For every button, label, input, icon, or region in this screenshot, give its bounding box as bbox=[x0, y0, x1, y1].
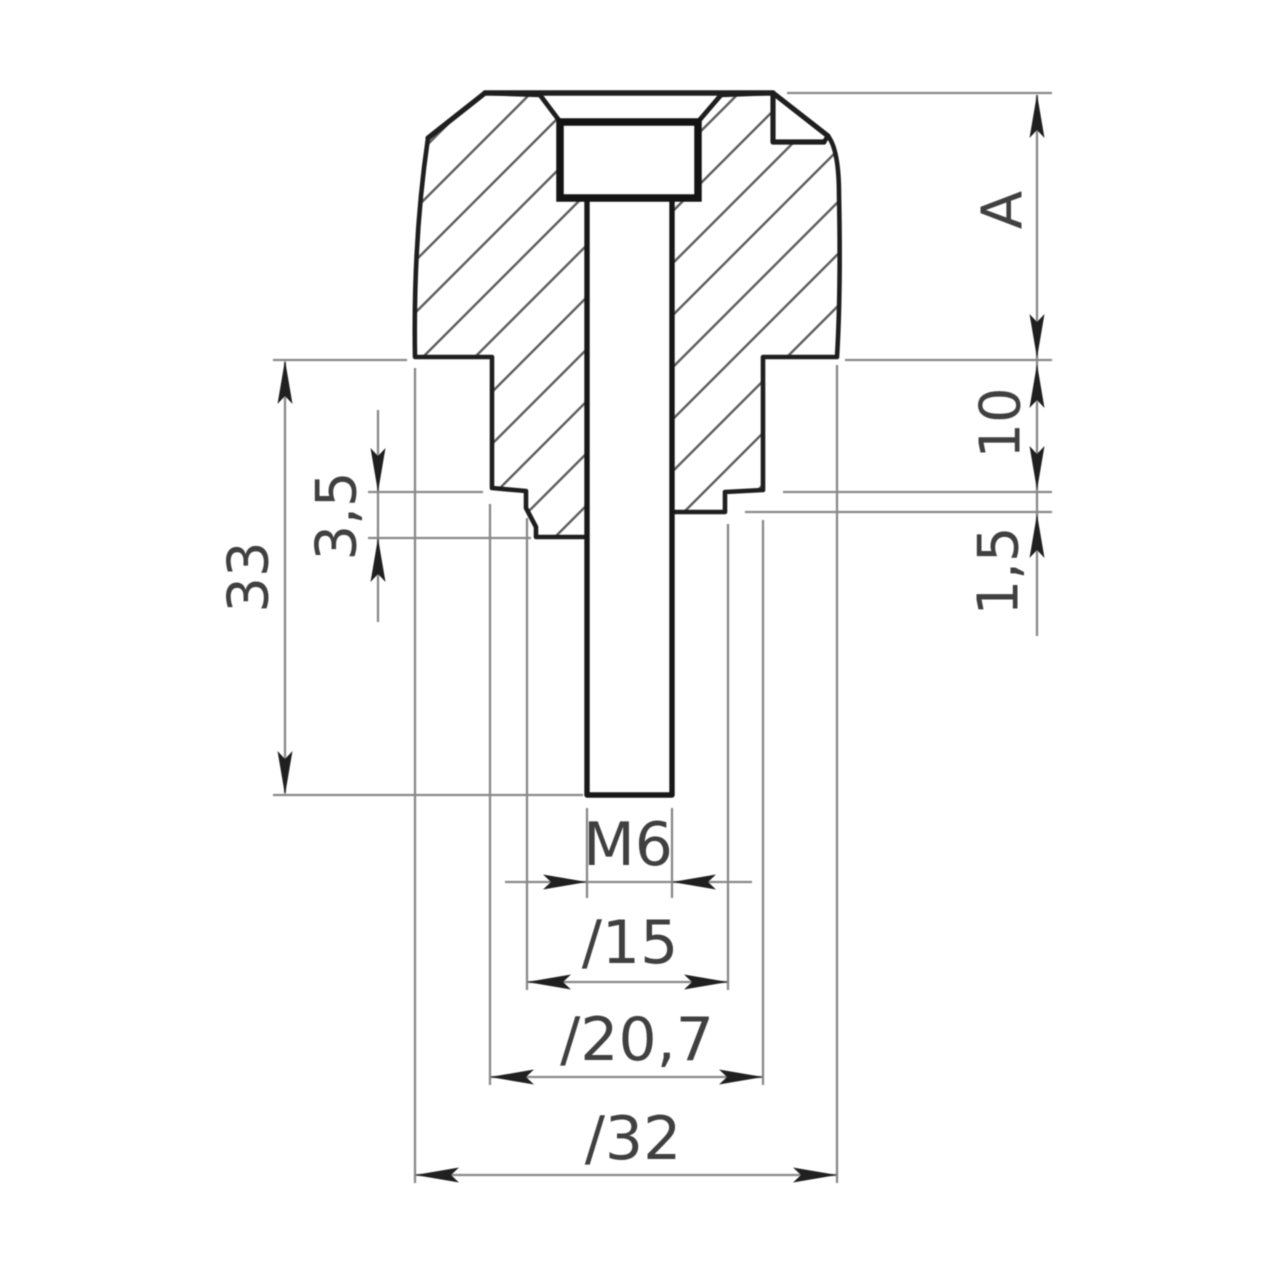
dimension-lines bbox=[273, 91, 1052, 1183]
dimension-labels: 33 3,5 A 10 1,5 M6 ∕15 ∕20,7 ∕32 bbox=[217, 191, 1036, 1174]
arrow-3-5-top bbox=[370, 448, 386, 492]
arrow-33-up bbox=[277, 360, 293, 404]
label-10: 10 bbox=[969, 387, 1034, 458]
label-d15: ∕15 bbox=[582, 908, 679, 978]
arrow-d207-left bbox=[490, 1069, 534, 1085]
dimension-arrows bbox=[277, 94, 1045, 1183]
screw-shank bbox=[584, 199, 675, 798]
arrow-m6-right bbox=[672, 874, 716, 890]
arrow-1-5-bottom bbox=[1029, 514, 1045, 558]
label-d32: ∕32 bbox=[585, 1104, 682, 1174]
top-right-notch bbox=[770, 90, 827, 145]
arrow-10-down bbox=[1029, 446, 1045, 490]
arrow-a-down bbox=[1029, 314, 1045, 358]
arrow-d32-left bbox=[415, 1167, 459, 1183]
screw bbox=[556, 118, 702, 798]
screw-head bbox=[556, 118, 702, 202]
arrow-d15-right bbox=[684, 974, 728, 990]
arrow-3-5-bottom bbox=[370, 538, 386, 582]
body-right-hatch bbox=[669, 90, 842, 515]
label-m6: M6 bbox=[583, 810, 673, 880]
part-outline bbox=[425, 90, 831, 145]
arrow-d32-right bbox=[793, 1167, 837, 1183]
arrow-33-down bbox=[277, 751, 293, 795]
arrow-m6-left bbox=[543, 874, 587, 890]
label-3-5: 3,5 bbox=[305, 471, 370, 560]
label-33: 33 bbox=[217, 541, 282, 612]
label-d207: ∕20,7 bbox=[560, 1005, 714, 1075]
part-body-section bbox=[412, 90, 842, 540]
top-right-chamfer bbox=[770, 90, 831, 139]
arrow-a-up bbox=[1029, 94, 1045, 138]
arrow-10-up bbox=[1029, 364, 1045, 408]
arrow-d15-left bbox=[527, 974, 571, 990]
top-left-chamfer bbox=[425, 90, 488, 141]
label-a: A bbox=[971, 191, 1036, 229]
label-1-5: 1,5 bbox=[967, 526, 1032, 615]
arrow-d207-right bbox=[719, 1069, 763, 1085]
